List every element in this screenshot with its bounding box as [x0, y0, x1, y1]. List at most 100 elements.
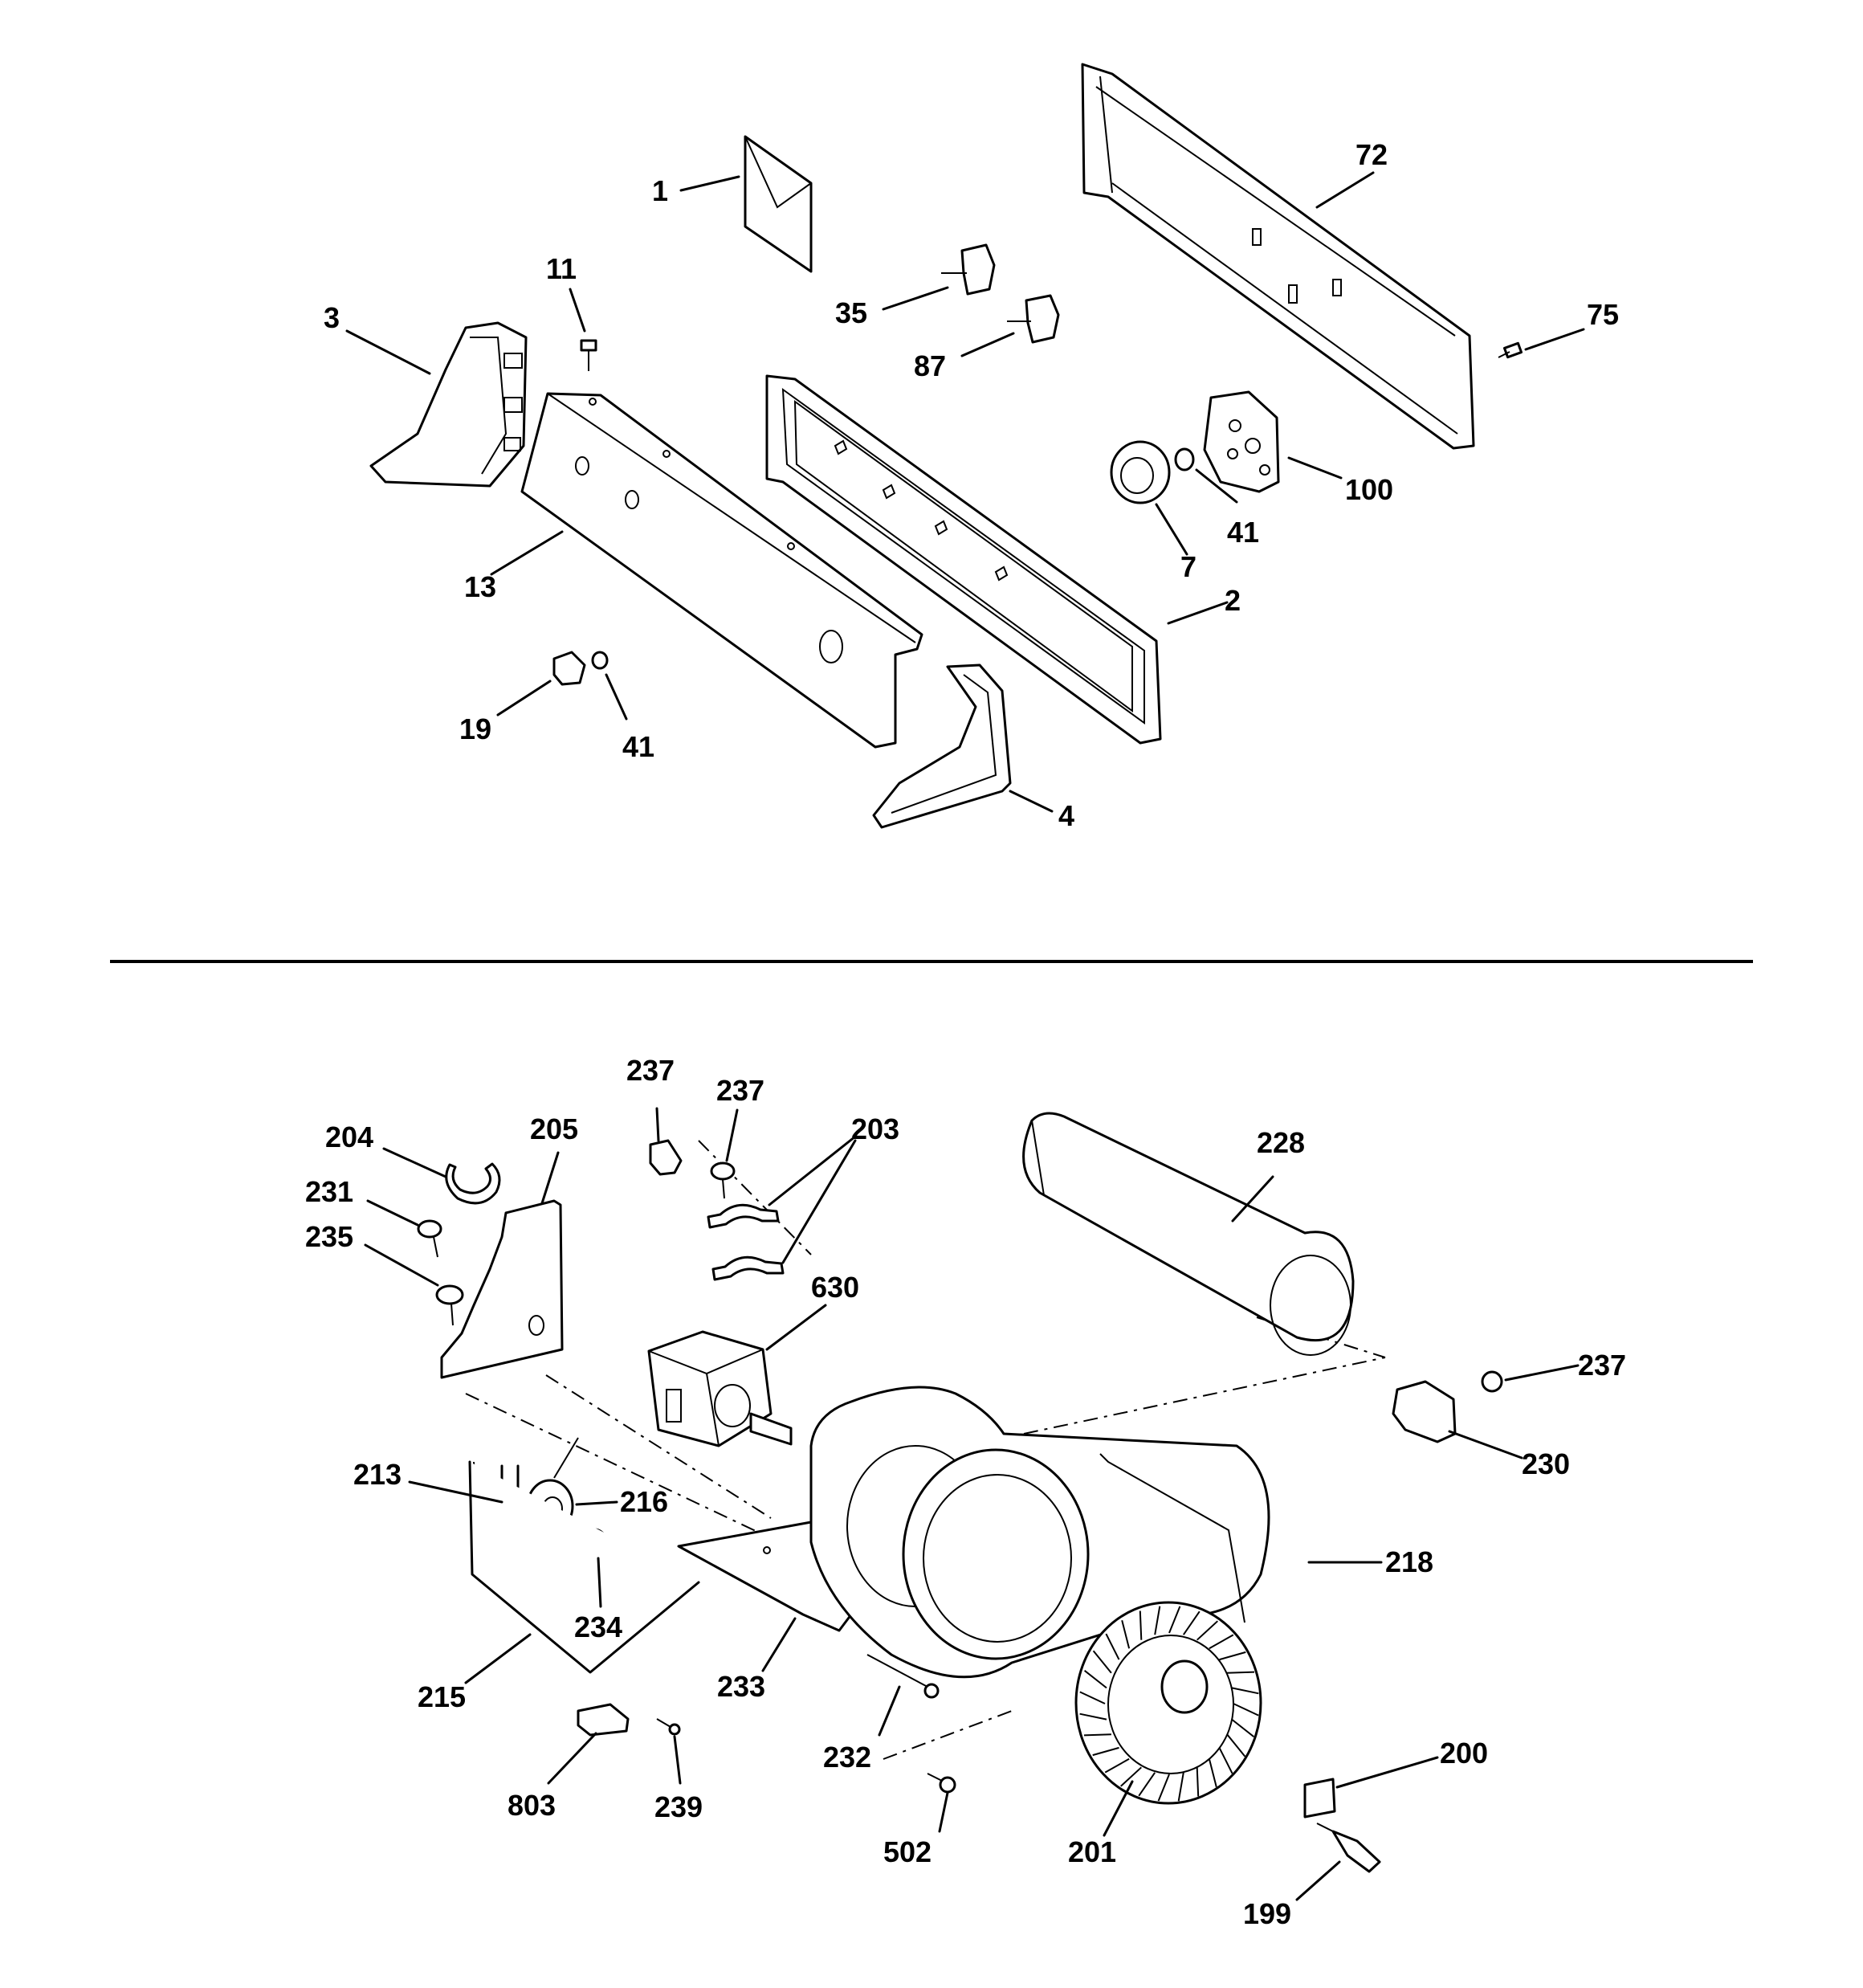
part-35-clip — [941, 243, 996, 296]
fan-blade — [1231, 1687, 1259, 1695]
part-13-control-panel — [520, 392, 923, 749]
callout-19: 19 — [459, 712, 491, 745]
fan-blade — [1083, 1670, 1107, 1689]
fan-blade — [1196, 1620, 1218, 1641]
fan-blade — [1092, 1650, 1112, 1674]
callout-232: 232 — [823, 1741, 871, 1774]
part-100-timer — [1203, 390, 1280, 493]
callout-630: 630 — [811, 1271, 859, 1304]
part-204-clip — [445, 1162, 501, 1205]
part-201-blower-wheel — [1074, 1601, 1262, 1805]
part-235-screw — [435, 1284, 464, 1326]
callout-233: 233 — [717, 1670, 765, 1703]
callout-3: 3 — [324, 301, 340, 334]
fan-blade — [1231, 1718, 1255, 1737]
part-237-screw-b — [710, 1161, 736, 1199]
lower-callouts: 237 237 203 204 205 228 231 235 630 237 … — [305, 1054, 1626, 1930]
callout-4: 4 — [1058, 799, 1074, 832]
callout-11: 11 — [546, 252, 577, 285]
fan-blade — [1226, 1733, 1246, 1757]
callout-200: 200 — [1440, 1737, 1488, 1770]
fan-blade — [1104, 1757, 1130, 1774]
part-203-clamp-b — [711, 1255, 785, 1281]
fan-blade — [1079, 1691, 1106, 1704]
callout-72: 72 — [1355, 138, 1388, 171]
fan-blade — [1218, 1747, 1233, 1774]
callout-201: 201 — [1068, 1835, 1116, 1868]
part-237-screw-c — [1481, 1370, 1503, 1393]
callout-502: 502 — [883, 1835, 932, 1868]
fan-blade — [1196, 1767, 1200, 1797]
fan-blade — [1182, 1610, 1201, 1635]
callout-87: 87 — [914, 349, 946, 382]
callout-75: 75 — [1587, 298, 1619, 331]
part-803-switch — [577, 1703, 630, 1737]
part-230-thermostat — [1392, 1380, 1457, 1443]
callout-7: 7 — [1180, 550, 1196, 583]
callout-803: 803 — [508, 1789, 556, 1822]
fan-blade — [1079, 1712, 1107, 1721]
part-205-bracket — [440, 1199, 564, 1379]
callout-216: 216 — [620, 1485, 668, 1518]
part-19-knob — [552, 651, 586, 686]
part-72-rear-panel — [1081, 63, 1475, 450]
part-2-console-frame — [765, 374, 1162, 745]
fan-blade — [1233, 1703, 1259, 1717]
callout-213: 213 — [353, 1458, 402, 1491]
callout-35: 35 — [835, 296, 867, 329]
fan-blade — [1121, 1619, 1131, 1649]
callout-41-lower: 41 — [622, 730, 654, 763]
callout-2: 2 — [1225, 584, 1241, 617]
callout-41: 41 — [1227, 516, 1259, 549]
part-1-envelope — [744, 135, 813, 273]
callout-1: 1 — [652, 174, 668, 207]
lower-leader-lines — [364, 1107, 1580, 1901]
upper-leader-lines — [345, 171, 1585, 813]
part-41-insert-upper — [1174, 447, 1195, 471]
part-232-pin — [866, 1654, 940, 1699]
callout-205: 205 — [530, 1112, 578, 1145]
part-218-blower-housing — [809, 1386, 1270, 1679]
part-41-insert-lower — [591, 651, 609, 670]
fan-blade — [1168, 1606, 1181, 1634]
fan-blade — [1157, 1774, 1170, 1802]
fan-blade — [1120, 1766, 1142, 1787]
fan-blade — [1092, 1746, 1119, 1757]
callout-100: 100 — [1345, 473, 1393, 506]
fan-blade — [1219, 1651, 1246, 1661]
part-502-screw — [927, 1773, 956, 1794]
callout-239: 239 — [654, 1790, 703, 1823]
callout-215: 215 — [418, 1680, 466, 1713]
part-3-left-end-cap — [369, 321, 528, 488]
callout-13: 13 — [464, 570, 496, 603]
fan-blade — [1138, 1772, 1156, 1797]
fan-blade — [1208, 1758, 1217, 1788]
fan-blade — [1083, 1733, 1111, 1737]
callout-231: 231 — [305, 1175, 353, 1208]
upper-callouts: 1 72 11 3 35 75 87 100 41 7 13 2 19 41 4 — [324, 138, 1619, 832]
fan-blade — [1154, 1606, 1161, 1635]
part-215-rod — [468, 1460, 700, 1674]
part-228-duct — [1022, 1112, 1355, 1356]
part-239-screw — [656, 1718, 681, 1736]
callout-237-b: 237 — [716, 1074, 764, 1107]
part-4-right-end-cap — [872, 663, 1012, 829]
part-231-screw — [417, 1219, 442, 1258]
part-11-screw — [580, 339, 597, 371]
callout-237-c: 237 — [1578, 1349, 1626, 1382]
part-199-screw — [1316, 1823, 1381, 1873]
callout-218: 218 — [1385, 1545, 1433, 1578]
part-75-screw — [1498, 341, 1523, 359]
fan-blade — [1209, 1634, 1234, 1650]
callout-235: 235 — [305, 1220, 353, 1253]
callout-204: 204 — [325, 1121, 373, 1153]
callout-228: 228 — [1257, 1126, 1305, 1159]
part-87-clip — [1007, 294, 1060, 344]
part-203-clamp-a — [707, 1203, 780, 1229]
callout-237-a: 237 — [626, 1054, 675, 1087]
part-237-screw-a — [649, 1139, 683, 1176]
fan-blade — [1177, 1772, 1184, 1802]
callout-230: 230 — [1522, 1447, 1570, 1480]
